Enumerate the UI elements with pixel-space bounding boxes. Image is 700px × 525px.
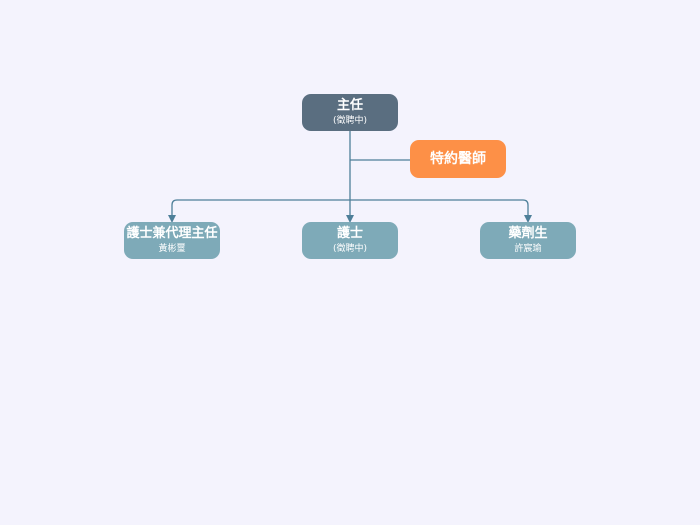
node-pharmacist-title: 藥劑生 — [508, 226, 548, 241]
node-director-subtitle: (徵聘中) — [332, 116, 368, 126]
node-pharmacist-name: 許宸瑜 — [514, 244, 542, 254]
node-nurse[interactable]: 護士 (徵聘中) — [302, 222, 398, 259]
node-director-title: 主任 — [336, 98, 363, 113]
node-director[interactable]: 主任 (徵聘中) — [302, 94, 398, 131]
node-pharmacist[interactable]: 藥劑生 許宸瑜 — [480, 222, 576, 259]
node-advisor-title: 特約醫師 — [430, 151, 486, 167]
node-nurse-subtitle: (徵聘中) — [332, 244, 368, 254]
node-nurse-acting-director[interactable]: 護士兼代理主任 黃彬璽 — [124, 222, 220, 259]
node-nurse-acting-director-title: 護士兼代理主任 — [126, 226, 218, 241]
node-advisor[interactable]: 特約醫師 — [410, 140, 506, 178]
node-nurse-acting-director-name: 黃彬璽 — [158, 244, 186, 254]
node-nurse-title: 護士 — [336, 226, 363, 241]
connector-to-nurse-acting — [168, 199, 350, 223]
connector-to-pharmacist — [350, 199, 532, 223]
